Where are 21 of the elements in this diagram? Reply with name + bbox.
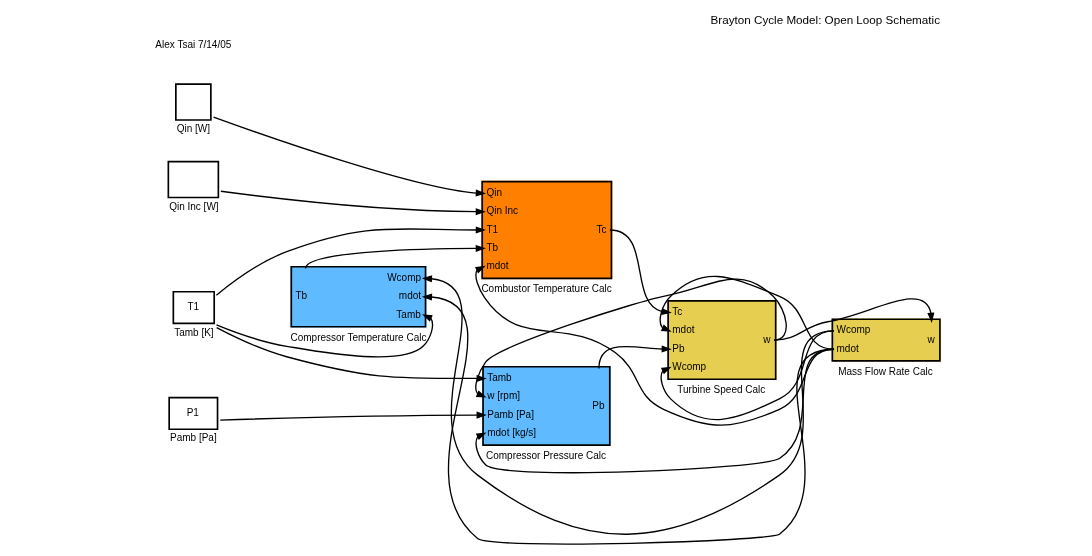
diagram-title: Brayton Cycle Model: Open Loop Schematic: [710, 13, 940, 27]
node-label: Turbine Speed Calc: [677, 384, 766, 396]
arrow: [773, 298, 935, 341]
node-label: Qin [W]: [176, 123, 211, 135]
arrow: [609, 229, 672, 316]
node-label: Tamb [K]: [174, 326, 214, 338]
node-label: Compressor Pressure Calc: [485, 449, 607, 461]
node-label: Compressor Temperature Calc: [290, 331, 427, 343]
arrow: [304, 244, 486, 270]
arrow: [215, 314, 434, 358]
arrow: [220, 190, 486, 216]
node-label: Mass Flow Rate Calc: [838, 365, 933, 377]
node-label: Pamb [Pa]: [170, 432, 217, 444]
label: Alex Tsai 7/14/05: [155, 39, 232, 51]
arrow: [215, 226, 486, 296]
node-label: Qin Inc [W]: [169, 200, 219, 212]
arrow: [598, 345, 672, 370]
arrow: [212, 116, 486, 197]
node-label: Combustor Temperature Calc: [481, 283, 612, 295]
arrow: [219, 411, 487, 421]
arrow: [659, 275, 835, 350]
